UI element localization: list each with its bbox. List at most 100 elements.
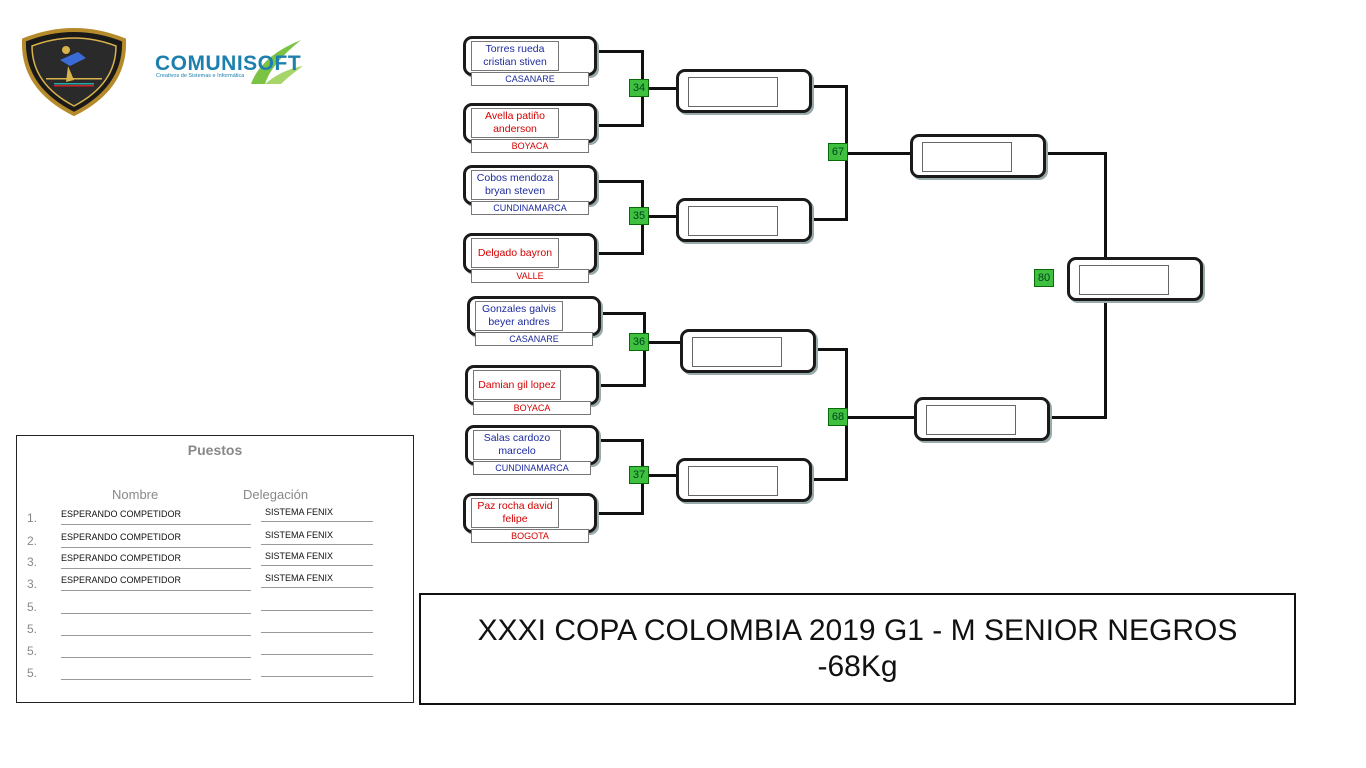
- place-competitor-name: ESPERANDO COMPETIDOR: [61, 553, 251, 569]
- match-number-36: 36: [629, 333, 649, 351]
- competitor-delegation: CUNDINAMARCA: [473, 461, 591, 475]
- winner-name-box: [1079, 265, 1169, 295]
- bracket-line: [810, 348, 846, 351]
- place-number: 5.: [27, 644, 38, 658]
- winner-slot-68[interactable]: [914, 397, 1050, 441]
- column-header-delegation: Delegación: [243, 487, 309, 502]
- competitor-name: Salas cardozo marcelo: [473, 430, 561, 460]
- place-competitor-name: ESPERANDO COMPETIDOR: [61, 509, 251, 525]
- place-competitor-name: [61, 642, 251, 658]
- competitor-name: Damian gil lopez: [473, 370, 561, 400]
- place-number: 5.: [27, 600, 38, 614]
- match-number-68: 68: [828, 408, 848, 426]
- competitor-name: Avella patiño anderson: [471, 108, 559, 138]
- bracket-line: [592, 50, 642, 53]
- bracket-line: [642, 474, 678, 477]
- competitor-delegation: BOYACA: [473, 401, 591, 415]
- winner-slot-80[interactable]: [1067, 257, 1203, 301]
- bracket-line: [592, 439, 642, 442]
- column-header-name: Nombre: [112, 487, 159, 502]
- positions-panel: Puestos Nombre Delegación 1.ESPERANDO CO…: [16, 435, 414, 703]
- place-competitor-name: [61, 664, 251, 680]
- winner-name-box: [688, 206, 778, 236]
- comunisoft-tagline: Creativos de Sistemas e Informática: [156, 73, 245, 79]
- bracket-line: [846, 152, 912, 155]
- competitor-name: Cobos mendoza bryan steven: [471, 170, 559, 200]
- place-number: 5.: [27, 622, 38, 636]
- bracket-line: [806, 218, 846, 221]
- winner-name-box: [688, 466, 778, 496]
- place-delegation: [261, 662, 373, 677]
- winner-slot-36[interactable]: [680, 329, 816, 373]
- event-title-box: XXXI COPA COLOMBIA 2019 G1 - M SENIOR NE…: [419, 593, 1296, 705]
- competitor-name: Delgado bayron: [471, 238, 559, 268]
- match-number-34: 34: [629, 79, 649, 97]
- match-number-67: 67: [828, 143, 848, 161]
- competitor-name: Paz rocha david felipe: [471, 498, 559, 528]
- winner-slot-67[interactable]: [910, 134, 1046, 178]
- competitor-name: Torres rueda cristian stiven: [471, 41, 559, 71]
- place-competitor-name: [61, 620, 251, 636]
- bracket-line: [1104, 298, 1107, 419]
- place-number: 3.: [27, 555, 38, 569]
- match-number-35: 35: [629, 207, 649, 225]
- place-delegation: SISTEMA FENIX: [261, 551, 373, 566]
- bracket-line: [592, 180, 642, 183]
- place-delegation: SISTEMA FENIX: [261, 507, 373, 522]
- competitor-delegation: CASANARE: [471, 72, 589, 86]
- place-delegation: [261, 640, 373, 655]
- federation-shield-logo: [20, 26, 128, 117]
- place-number: 2.: [27, 534, 38, 548]
- bracket-line: [806, 478, 846, 481]
- winner-slot-34[interactable]: [676, 69, 812, 113]
- competitor-delegation: CUNDINAMARCA: [471, 201, 589, 215]
- comunisoft-name: COMUNISOFT: [155, 52, 302, 75]
- match-number-80: 80: [1034, 269, 1054, 287]
- comunisoft-logo: COMUNISOFT Creativos de Sistemas e Infor…: [155, 36, 330, 88]
- bracket-line: [1042, 416, 1106, 419]
- place-number: 5.: [27, 666, 38, 680]
- winner-slot-37[interactable]: [676, 458, 812, 502]
- competitor-name: Gonzales galvis beyer andres: [475, 301, 563, 331]
- place-number: 3.: [27, 577, 38, 591]
- place-competitor-name: ESPERANDO COMPETIDOR: [61, 532, 251, 548]
- event-title: XXXI COPA COLOMBIA 2019 G1 - M SENIOR NE…: [421, 613, 1294, 685]
- bracket-line: [644, 341, 682, 344]
- bracket-line: [592, 512, 642, 515]
- place-delegation: SISTEMA FENIX: [261, 530, 373, 545]
- match-number-37: 37: [629, 466, 649, 484]
- competitor-delegation: BOGOTA: [471, 529, 589, 543]
- competitor-delegation: CASANARE: [475, 332, 593, 346]
- bracket-line: [596, 312, 644, 315]
- winner-slot-35[interactable]: [676, 198, 812, 242]
- competitor-delegation: BOYACA: [471, 139, 589, 153]
- event-title-line1: XXXI COPA COLOMBIA 2019 G1 - M SENIOR NE…: [477, 614, 1238, 647]
- bracket-line: [846, 416, 916, 419]
- bracket-line: [642, 87, 678, 90]
- competitor-delegation: VALLE: [471, 269, 589, 283]
- winner-name-box: [692, 337, 782, 367]
- bracket-line: [806, 85, 846, 88]
- place-competitor-name: [61, 598, 251, 614]
- winner-name-box: [688, 77, 778, 107]
- positions-title: Puestos: [187, 442, 243, 458]
- place-delegation: [261, 618, 373, 633]
- bracket-line: [592, 124, 642, 127]
- bracket-line: [1104, 152, 1107, 262]
- place-delegation: [261, 596, 373, 611]
- bracket-line: [1038, 152, 1106, 155]
- place-competitor-name: ESPERANDO COMPETIDOR: [61, 575, 251, 591]
- bracket-line: [592, 252, 642, 255]
- bracket-line: [596, 384, 644, 387]
- winner-name-box: [922, 142, 1012, 172]
- bracket-line: [642, 215, 678, 218]
- winner-name-box: [926, 405, 1016, 435]
